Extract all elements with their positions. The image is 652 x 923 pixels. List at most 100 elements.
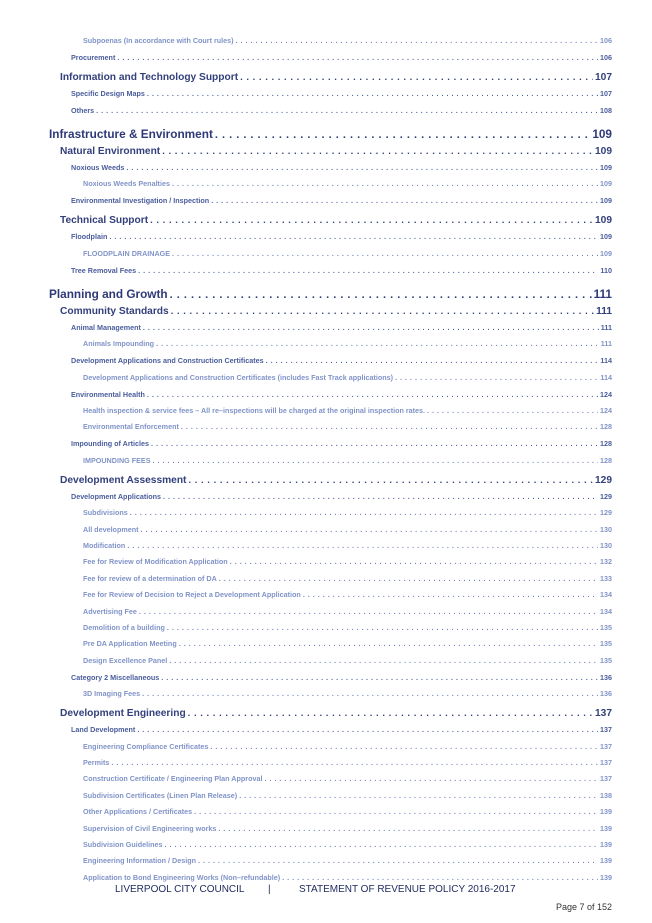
toc-entry-page: 135 xyxy=(600,639,612,649)
toc-dot-leader xyxy=(240,72,593,83)
toc-entry[interactable]: Subdivision Guidelines139 xyxy=(83,840,612,849)
toc-entry[interactable]: Fee for Review of Decision to Reject a D… xyxy=(83,590,612,599)
toc-entry-title: Environmental Investigation / Inspection xyxy=(71,196,210,206)
toc-entry[interactable]: Development Applications and Constructio… xyxy=(71,356,612,365)
toc-entry-title: Subpoenas (In accordance with Court rule… xyxy=(83,36,234,45)
toc-entry[interactable]: All development130 xyxy=(83,525,612,534)
toc-entry-page: 111 xyxy=(600,339,612,349)
toc-entry-page: 132 xyxy=(600,557,612,567)
toc-entry[interactable]: Fee for review of a determination of DA1… xyxy=(83,574,612,583)
toc-entry[interactable]: Development Assessment129 xyxy=(60,475,612,486)
toc-entry-page: 129 xyxy=(600,508,612,518)
toc-dot-leader xyxy=(138,266,598,275)
toc-entry-page: 106 xyxy=(600,53,612,62)
toc-entry-title: Fee for Review of Decision to Reject a D… xyxy=(83,590,301,600)
toc-entry-page: 110 xyxy=(600,265,612,275)
toc-entry-title: Subdivisions xyxy=(83,508,128,518)
toc-entry-title: Development Applications xyxy=(71,491,161,501)
toc-entry[interactable]: Subdivision Certificates (Linen Plan Rel… xyxy=(83,791,612,800)
toc-entry-page: 136 xyxy=(600,672,612,682)
toc-entry[interactable]: Community Standards111 xyxy=(60,306,612,317)
footer-document-title: STATEMENT OF REVENUE POLICY 2016-2017 xyxy=(299,884,516,895)
toc-entry-title: Procurement xyxy=(71,53,116,62)
toc-entry[interactable]: Permits137 xyxy=(83,758,612,767)
toc-entry-title: Information and Technology Support xyxy=(60,72,239,83)
toc-entry[interactable]: Animal Management111 xyxy=(71,323,612,332)
toc-entry[interactable]: IMPOUNDING FEES128 xyxy=(83,456,612,465)
toc-dot-leader xyxy=(130,508,598,517)
toc-entry-title: Pre DA Application Meeting xyxy=(83,639,177,649)
toc-entry[interactable]: Environmental Investigation / Inspection… xyxy=(71,196,612,205)
toc-entry[interactable]: Application to Bond Engineering Works (N… xyxy=(83,873,612,882)
toc-dot-leader xyxy=(126,163,598,172)
toc-entry-page: 135 xyxy=(600,655,612,665)
toc-entry[interactable]: Impounding of Articles128 xyxy=(71,439,612,448)
toc-dot-leader xyxy=(194,807,598,816)
toc-entry[interactable]: Supervision of Civil Engineering works13… xyxy=(83,824,612,833)
toc-entry[interactable]: Noxious Weeds Penalties109 xyxy=(83,179,612,188)
toc-entry-title: Advertising Fee xyxy=(83,606,137,616)
toc-entry-title: Tree Removal Fees xyxy=(71,265,137,275)
toc-entry[interactable]: Land Development137 xyxy=(71,725,612,734)
toc-dot-leader xyxy=(198,856,598,865)
toc-entry[interactable]: Pre DA Application Meeting 135 xyxy=(83,639,612,648)
toc-entry-title: Permits xyxy=(83,758,110,767)
toc-entry-title: FLOODPLAIN DRAINAGE xyxy=(83,248,171,258)
toc-entry[interactable]: Development Applications and Constructio… xyxy=(83,373,612,382)
toc-entry[interactable]: Environmental Enforcement128 xyxy=(83,422,612,431)
toc-entry-page: 111 xyxy=(596,305,612,317)
toc-dot-leader xyxy=(163,492,598,501)
toc-entry-title: Development Engineering xyxy=(60,708,186,720)
toc-entry[interactable]: Demolition of a building135 xyxy=(83,623,612,632)
toc-entry[interactable]: Animals Impounding111 xyxy=(83,339,612,348)
toc-entry-page: 128 xyxy=(600,422,612,432)
toc-entry[interactable]: Construction Certificate / Engineering P… xyxy=(83,774,612,783)
toc-entry[interactable]: Subpoenas (In accordance with Court rule… xyxy=(83,36,612,45)
toc-dot-leader xyxy=(127,541,598,550)
toc-entry[interactable]: Technical Support109 xyxy=(60,215,612,226)
toc-entry[interactable]: Environmental Health124 xyxy=(71,390,612,399)
toc-entry[interactable]: Other Applications / Certificates139 xyxy=(83,807,612,816)
toc-entry[interactable]: Specific Design Maps107 xyxy=(71,89,612,98)
toc-dot-leader xyxy=(181,422,598,431)
toc-entry[interactable]: Design Excellence Panel135 xyxy=(83,656,612,665)
toc-entry[interactable]: Development Engineering 137 xyxy=(60,708,612,719)
toc-entry[interactable]: Procurement 106 xyxy=(71,53,612,62)
toc-dot-leader xyxy=(218,824,598,833)
toc-entry[interactable]: Modification130 xyxy=(83,541,612,550)
toc-entry[interactable]: FLOODPLAIN DRAINAGE109 xyxy=(83,249,612,258)
toc-entry[interactable]: 3D Imaging Fees136 xyxy=(83,689,612,698)
toc-entry[interactable]: Others108 xyxy=(71,106,612,115)
toc-entry-title: Application to Bond Engineering Works (N… xyxy=(83,872,281,882)
toc-entry-title: Specific Design Maps xyxy=(71,89,145,98)
toc-dot-leader xyxy=(109,232,598,241)
toc-entry[interactable]: Natural Environment109 xyxy=(60,146,612,157)
toc-dot-leader xyxy=(188,475,593,486)
toc-entry[interactable]: Category 2 Miscellaneous136 xyxy=(71,673,612,682)
toc-dot-leader xyxy=(239,791,598,800)
toc-dot-leader xyxy=(139,607,598,616)
toc-dot-leader xyxy=(117,53,598,62)
toc-entry[interactable]: Engineering Information / Design139 xyxy=(83,856,612,865)
toc-entry[interactable]: Floodplain109 xyxy=(71,232,612,241)
toc-entry[interactable]: Development Applications129 xyxy=(71,492,612,501)
toc-entry[interactable]: Engineering Compliance Certificates137 xyxy=(83,742,612,751)
toc-entry-page: 109 xyxy=(592,127,612,141)
toc-entry-title: Subdivision Certificates (Linen Plan Rel… xyxy=(83,790,238,800)
toc-entry-title: Land Development xyxy=(71,725,136,735)
toc-entry-page: 133 xyxy=(600,573,612,583)
toc-entry[interactable]: Noxious Weeds109 xyxy=(71,163,612,172)
toc-entry[interactable]: Subdivisions 129 xyxy=(83,508,612,517)
toc-entry-title: Noxious Weeds Penalties xyxy=(83,179,170,189)
toc-entry[interactable]: Infrastructure & Environment109 xyxy=(49,127,612,141)
toc-entry[interactable]: Health inspection & service fees – All r… xyxy=(83,406,612,415)
toc-entry[interactable]: Information and Technology Support107 xyxy=(60,72,612,83)
toc-entry-page: 111 xyxy=(593,286,612,301)
toc-entry[interactable]: Planning and Growth111 xyxy=(49,287,612,301)
toc-entry-page: 137 xyxy=(595,708,612,720)
toc-dot-leader xyxy=(172,249,598,258)
toc-entry[interactable]: Advertising Fee134 xyxy=(83,607,612,616)
toc-dot-leader xyxy=(147,89,598,98)
toc-entry[interactable]: Fee for Review of Modification Applicati… xyxy=(83,557,612,566)
toc-entry[interactable]: Tree Removal Fees 110 xyxy=(71,266,612,275)
